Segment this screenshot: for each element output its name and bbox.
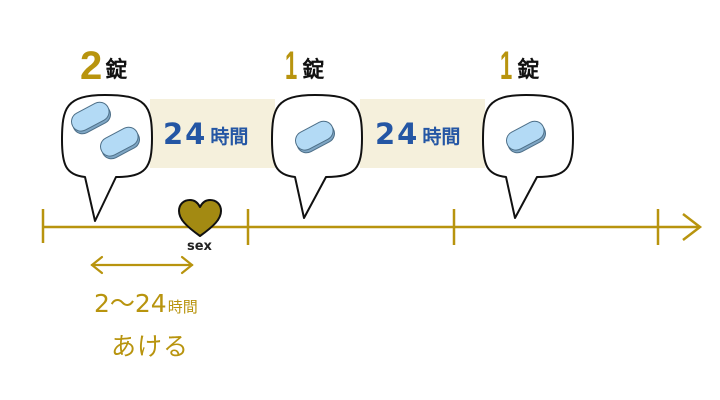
interval-label-2: 24 時間 (375, 118, 460, 150)
event-label: sex (187, 239, 212, 254)
dose-unit: 錠 (517, 58, 540, 83)
arrow-right-icon (682, 213, 703, 241)
dose-unit: 錠 (302, 58, 325, 83)
gap-duration: 2〜24 時間 (94, 290, 198, 318)
pill-icon (295, 120, 335, 154)
speech-bubble-3 (482, 94, 574, 219)
gap-value: 2〜24 (94, 289, 167, 318)
time-axis (41, 209, 703, 245)
gap-unit: 時間 (167, 298, 198, 316)
interval-band-1 (150, 99, 275, 168)
interval-band-2 (360, 99, 485, 168)
dose-count: 2 (80, 44, 103, 88)
dose-label-1: 2 錠 (80, 46, 127, 86)
pill-icon (506, 120, 546, 154)
heart-icon (178, 199, 222, 237)
gap-note: あける (111, 332, 190, 361)
dose-count: 1 (285, 44, 298, 88)
dose-count: 1 (500, 44, 513, 88)
interval-unit: 時間 (422, 126, 461, 148)
speech-bubble-2 (271, 94, 363, 219)
dose-unit: 錠 (105, 58, 128, 83)
pill-icon (100, 126, 140, 160)
dose-label-3: 1 錠 (500, 46, 539, 86)
dose-label-2: 1 錠 (285, 46, 324, 86)
interval-unit: 時間 (210, 126, 249, 148)
interval-value: 24 (375, 117, 420, 151)
interval-label-1: 24 時間 (163, 118, 248, 150)
gap-double-arrow (90, 255, 194, 275)
speech-bubble-1 (61, 94, 153, 222)
pill-icon (71, 101, 111, 135)
interval-value: 24 (163, 117, 208, 151)
